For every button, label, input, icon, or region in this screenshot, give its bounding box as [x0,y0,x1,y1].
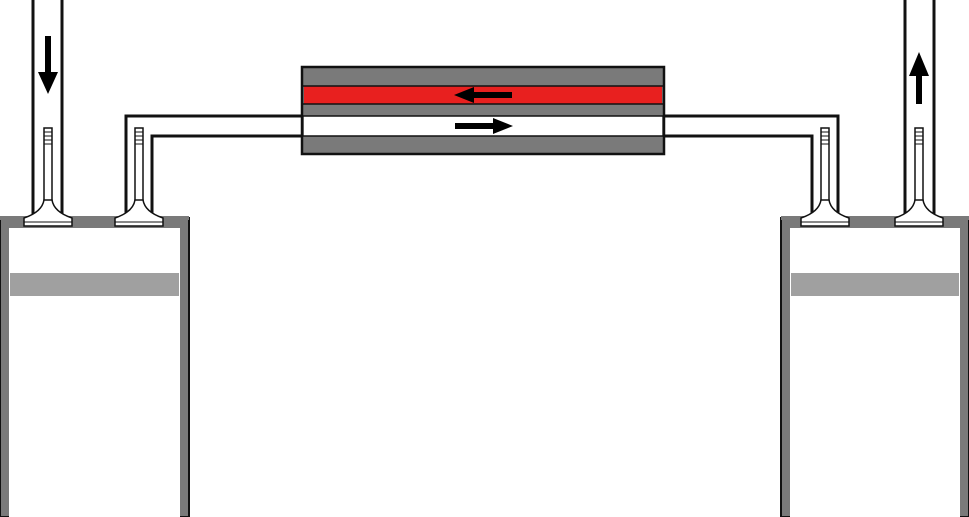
left-cylinder [0,216,190,517]
right-outlet-pipe [903,0,936,215]
left-inlet-pipe [31,0,64,215]
left-piston [10,273,179,296]
regenerator-bottom-wall [304,136,662,152]
arrow-left-icon [454,87,512,103]
arrow-down-icon [38,36,58,94]
arrow-up-icon [909,52,929,104]
left-cylinder-head [0,216,189,220]
left-transfer-valve [114,127,164,227]
regenerator-middle-wall [304,104,662,116]
right-cylinder-chamber [790,228,960,517]
right-transfer-valve [800,127,850,227]
left-inlet-valve [23,127,73,227]
arrow-right-icon [455,118,513,134]
flow-arrows [38,36,929,134]
regenerator-top-wall [304,69,662,86]
right-cylinder-head [781,216,969,220]
left-cylinder-chamber [9,228,180,517]
right-outlet-valve [894,127,944,227]
right-cylinder [780,216,969,517]
regenerator-heat-exchanger [300,65,666,156]
right-piston [791,273,959,296]
